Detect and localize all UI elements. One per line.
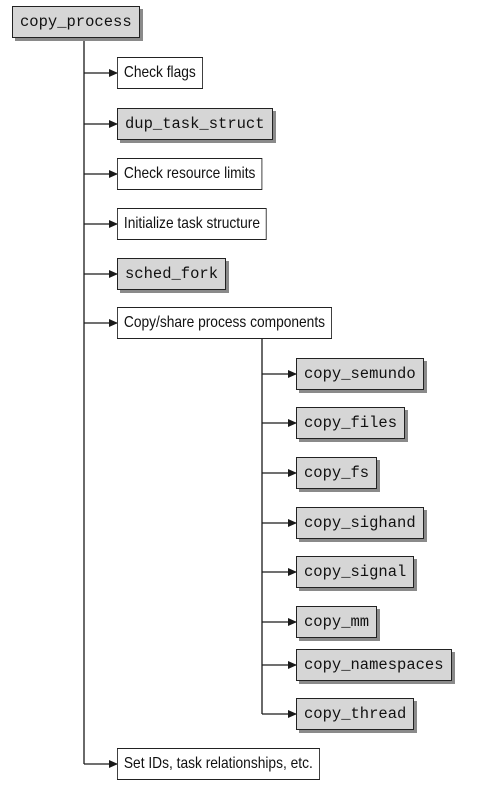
substep-copy-signal: copy_signal	[296, 556, 415, 588]
substep-copy-semundo: copy_semundo	[296, 358, 424, 390]
substep-copy-namespaces: copy_namespaces	[296, 649, 452, 681]
step-check-flags: Check flags	[117, 57, 203, 89]
substep-copy-mm: copy_mm	[296, 606, 378, 638]
step-initialize-task-structure: Initialize task structure	[117, 208, 267, 240]
root-node-copy-process: copy_process	[12, 6, 140, 38]
substep-copy-sighand: copy_sighand	[296, 507, 424, 539]
step-copy-share-process-components: Copy/share process components	[117, 307, 332, 339]
substep-copy-thread: copy_thread	[296, 698, 415, 730]
substep-copy-fs: copy_fs	[296, 457, 378, 489]
substep-copy-files: copy_files	[296, 407, 406, 439]
step-set-ids-task-relationships: Set IDs, task relationships, etc.	[117, 748, 320, 780]
step-check-resource-limits: Check resource limits	[117, 158, 263, 190]
step-dup-task-struct: dup_task_struct	[117, 108, 273, 140]
step-sched-fork: sched_fork	[117, 258, 227, 290]
